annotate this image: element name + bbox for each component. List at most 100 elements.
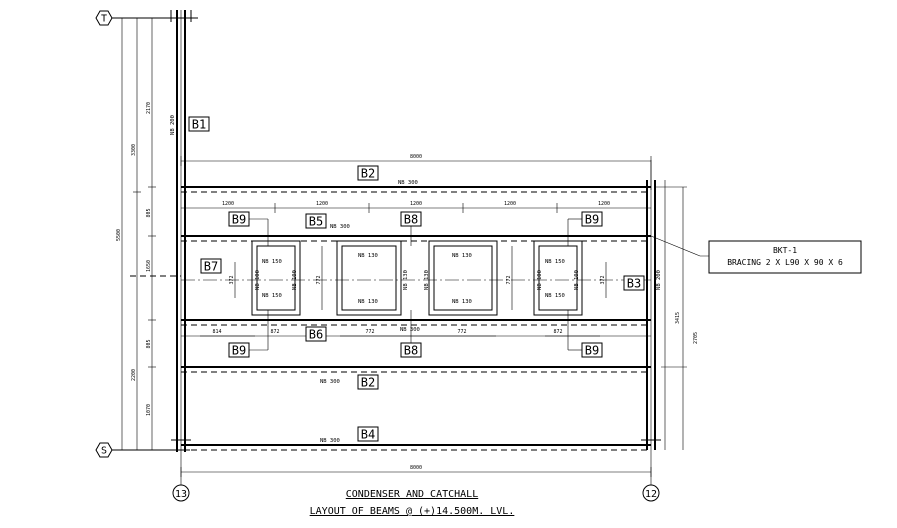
dim-872-left: 872 — [270, 329, 279, 335]
beam-label-b2-bottom: B2 — [357, 374, 379, 390]
beam-label-b3: B3 — [623, 275, 645, 291]
section-nb150-4: NB 150 — [545, 293, 565, 299]
section-nb130-1: NB 130 — [358, 253, 378, 259]
grid-marker-13: 13 — [172, 484, 190, 502]
beam-label-b8-top-text: B8 — [404, 213, 418, 227]
section-nb100-2: NB 100 — [292, 270, 298, 290]
section-nb130-vertical-2: NB 130 — [424, 270, 430, 290]
top-span-label: 8000 — [410, 154, 422, 160]
section-nb100-1: NB 100 — [255, 270, 261, 290]
dim-v372-2: 372 — [600, 275, 606, 284]
dim-v772-2: 772 — [506, 275, 512, 284]
section-nb130-4: NB 130 — [452, 299, 472, 305]
grid-marker-t-label: T — [101, 14, 107, 25]
dim-1200-3: 1200 — [410, 201, 422, 207]
top-span-dimension: 8000 — [180, 154, 652, 190]
dim-872-right: 872 — [553, 329, 562, 335]
grid-marker-13-label: 13 — [175, 489, 187, 500]
bracing-callout: BKT-1 BRACING 2 X L90 X 90 X 6 — [650, 235, 862, 274]
beam-label-b5-text: B5 — [309, 215, 323, 229]
spacing-dimension: 1200 1200 1200 1200 1200 — [181, 201, 651, 213]
beam-b2-bottom — [181, 366, 651, 373]
section-nb100-4: NB 100 — [574, 270, 580, 290]
beam-label-b8-bottom: B8 — [400, 342, 422, 358]
beam-label-b2-bottom-text: B2 — [361, 376, 375, 390]
section-nb130-vertical-1: NB 130 — [403, 270, 409, 290]
beam-label-b1-text: B1 — [192, 118, 206, 132]
section-nb130-2: NB 130 — [358, 299, 378, 305]
dim-right-2705: 2705 — [693, 332, 699, 344]
dim-left-805-bottom: 805 — [146, 339, 152, 348]
dim-right-3415: 3415 — [675, 312, 681, 324]
left-column — [170, 10, 192, 485]
beam-b4 — [181, 444, 651, 451]
beam-label-b6-text: B6 — [309, 328, 323, 342]
frame-left — [251, 240, 301, 316]
beam-label-b4: B4 — [357, 426, 379, 442]
dim-814: 814 — [212, 329, 221, 335]
dim-1200-1: 1200 — [222, 201, 234, 207]
beam-label-b1: B1 — [188, 116, 210, 132]
beam-label-b9-top-left: B9 — [228, 211, 250, 227]
beam-label-b9-bl-text: B9 — [232, 344, 246, 358]
dim-772-right: 772 — [457, 329, 466, 335]
beam-label-b8-bottom-text: B8 — [404, 344, 418, 358]
frame-centre-right — [428, 240, 498, 316]
beam-label-b9-bottom-left: B9 — [228, 342, 250, 358]
left-dimension-chain-outer: 5500 — [116, 17, 126, 451]
grid-marker-s: S — [95, 442, 113, 458]
beam-label-b4-text: B4 — [361, 428, 375, 442]
beam-label-b9-bottom-right: B9 — [581, 342, 603, 358]
dim-left-2200: 2200 — [131, 369, 137, 381]
beam-label-b5: B5 — [305, 213, 327, 229]
beam-label-b8-top: B8 — [400, 211, 422, 227]
section-nb150-2: NB 150 — [262, 293, 282, 299]
section-nb300-b5: NB 300 — [330, 224, 350, 230]
dim-772-left: 772 — [365, 329, 374, 335]
beam-label-b9-top-right: B9 — [581, 211, 603, 227]
section-nb150-3: NB 150 — [545, 259, 565, 265]
beam-label-b9-tr-text: B9 — [585, 213, 599, 227]
frame-centre-left — [336, 240, 402, 316]
beam-label-b2-top: B2 — [357, 165, 379, 181]
dim-left-3300: 3300 — [131, 144, 137, 156]
dim-1200-4: 1200 — [504, 201, 516, 207]
dim-left-2170: 2170 — [146, 102, 152, 114]
section-nb150-1: NB 150 — [262, 259, 282, 265]
section-nb300-b4: NB 300 — [320, 438, 340, 444]
dim-left-1650: 1650 — [146, 260, 152, 272]
beam-label-b9-tl-text: B9 — [232, 213, 246, 227]
grid-marker-12-label: 12 — [645, 489, 657, 500]
grid-marker-12: 12 — [642, 484, 660, 502]
section-nb200-right: NB 200 — [656, 270, 662, 290]
dim-left-5500: 5500 — [116, 229, 122, 241]
dim-v372-1: 372 — [229, 275, 235, 284]
drawing-title-line2: LAYOUT OF BEAMS @ (+)14.500M. LVL. — [310, 506, 515, 517]
bottom-span-dimension: 8000 — [180, 465, 652, 477]
drawing-title-line1: CONDENSER AND CATCHALL — [346, 489, 478, 500]
right-column — [641, 160, 661, 485]
right-dimension-chain: 3415 2705 — [655, 180, 699, 450]
beam-label-b2-top-text: B2 — [361, 167, 375, 181]
dim-1200-2: 1200 — [316, 201, 328, 207]
dim-v772-1: 772 — [316, 275, 322, 284]
beam-label-b7: B7 — [200, 258, 222, 274]
bottom-span-label: 8000 — [410, 465, 422, 471]
grid-marker-t: T — [95, 10, 113, 26]
beam-label-b6: B6 — [305, 326, 327, 342]
callout-line2: BRACING 2 X L90 X 90 X 6 — [727, 258, 843, 267]
dim-1200-5: 1200 — [598, 201, 610, 207]
frame-right — [533, 240, 583, 316]
section-nb100-3: NB 100 — [537, 270, 543, 290]
section-nb300-b2-top: NB 300 — [398, 180, 418, 186]
section-nb130-3: NB 130 — [452, 253, 472, 259]
beam-label-b7-text: B7 — [204, 260, 218, 274]
section-nb200-column: NB 200 — [170, 115, 176, 135]
dim-left-805-top: 805 — [146, 208, 152, 217]
beam-b2-top — [181, 186, 651, 193]
label-leader-lines — [249, 218, 582, 351]
left-dimension-chain-middle: 3300 2200 — [131, 18, 141, 450]
beam-label-b9-br-text: B9 — [585, 344, 599, 358]
grid-marker-s-label: S — [101, 446, 107, 457]
